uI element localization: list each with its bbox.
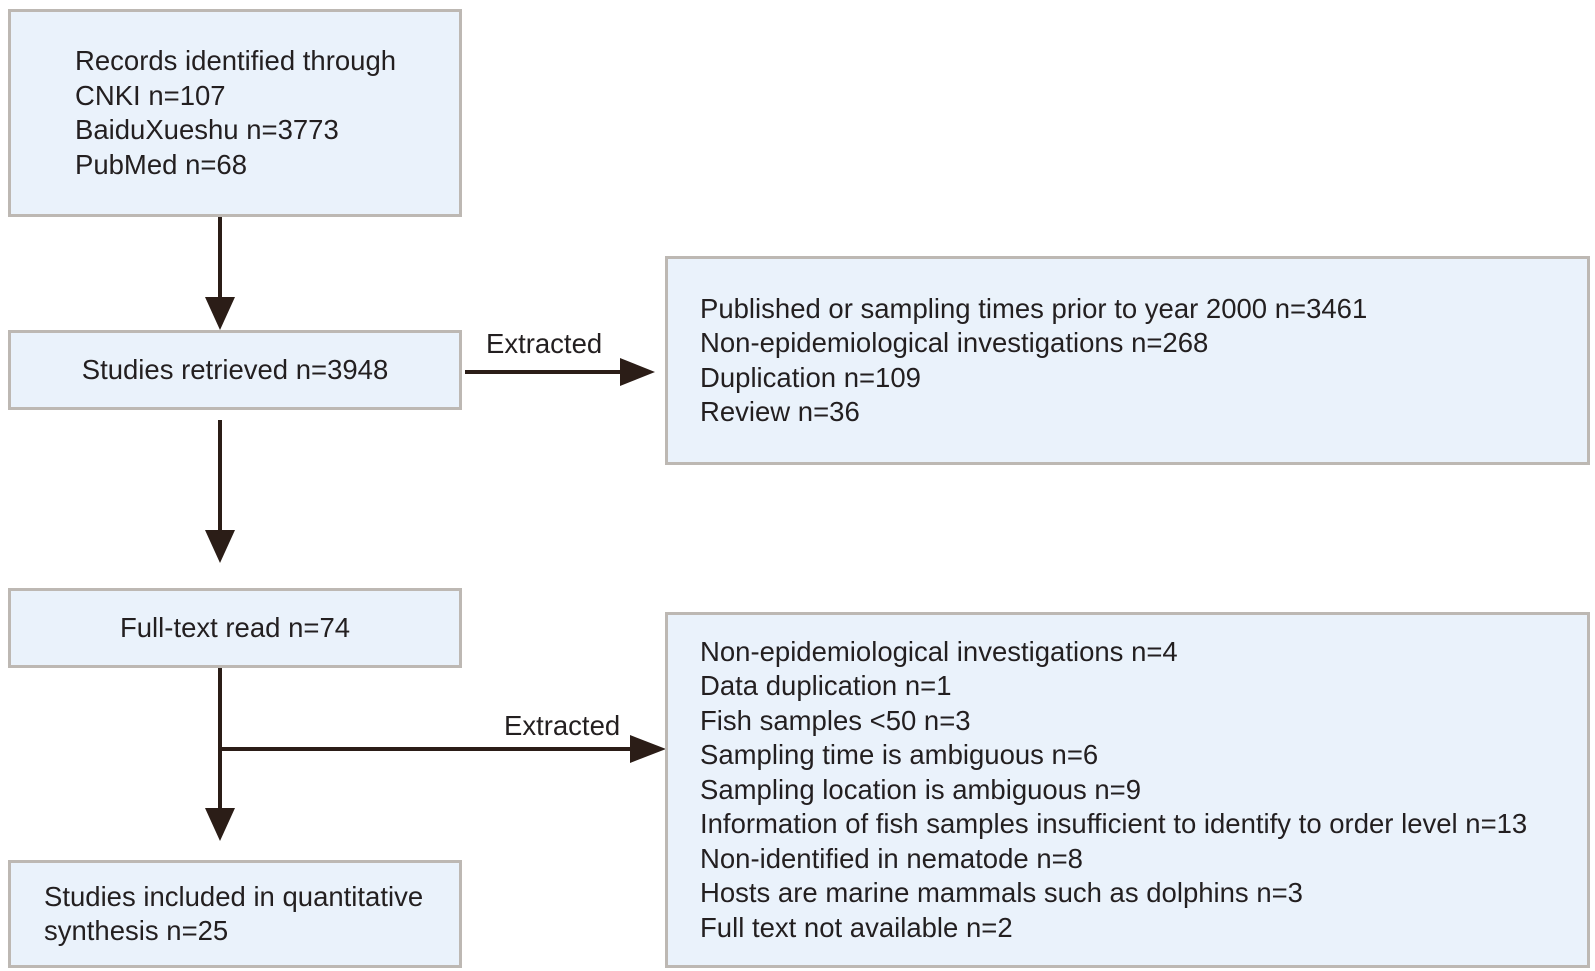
excluded-second-line-7: Non-identified in nematode n=8 bbox=[700, 842, 1083, 874]
excluded-second-line-9: Full text not available n=2 bbox=[700, 911, 1013, 943]
extracted-label-first: Extracted bbox=[486, 328, 603, 359]
studies-retrieved-label: Studies retrieved n=3948 bbox=[81, 353, 389, 385]
studies-included-box: Studies included in quantitative synthes… bbox=[8, 860, 462, 968]
arrowhead-down-3 bbox=[205, 808, 235, 841]
excluded-second-line-8: Hosts are marine mammals such as dolphin… bbox=[700, 877, 1303, 909]
full-text-read-label: Full-text read n=74 bbox=[119, 611, 351, 643]
arrowhead-right-1 bbox=[620, 358, 655, 386]
excluded-second-line-3: Fish samples <50 n=3 bbox=[700, 704, 971, 736]
excluded-second-line-5: Sampling location is ambiguous n=9 bbox=[700, 773, 1142, 805]
extracted-label-second: Extracted bbox=[504, 710, 621, 741]
excluded-second-line-4: Sampling time is ambiguous n=6 bbox=[700, 739, 1099, 771]
arrowhead-right-2 bbox=[630, 735, 666, 763]
records-identified-box: Records identified through CNKI n=107 Ba… bbox=[8, 9, 462, 217]
included-line-2: synthesis n=25 bbox=[44, 915, 229, 946]
records-line-3: BaiduXueshu n=3773 bbox=[75, 114, 339, 145]
excluded-second-line-1: Non-epidemiological investigations n=4 bbox=[700, 635, 1178, 667]
excluded-second-line-2: Data duplication n=1 bbox=[700, 670, 952, 702]
records-line-1: Records identified through bbox=[75, 45, 397, 76]
studies-retrieved-box: Studies retrieved n=3948 bbox=[8, 330, 462, 410]
excluded-first-box: Published or sampling times prior to yea… bbox=[665, 256, 1590, 465]
excluded-second-box: Non-epidemiological investigations n=4 D… bbox=[665, 612, 1590, 968]
full-text-read-box: Full-text read n=74 bbox=[8, 588, 462, 668]
arrowhead-down-1 bbox=[205, 297, 235, 330]
arrowhead-down-2 bbox=[205, 530, 235, 563]
included-line-1: Studies included in quantitative bbox=[44, 880, 424, 912]
excluded-first-line-3: Duplication n=109 bbox=[700, 361, 921, 393]
excluded-first-line-1: Published or sampling times prior to yea… bbox=[700, 292, 1368, 324]
excluded-first-line-2: Non-epidemiological investigations n=268 bbox=[700, 327, 1209, 358]
excluded-first-line-4: Review n=36 bbox=[700, 396, 860, 427]
records-line-2: CNKI n=107 bbox=[75, 79, 226, 111]
excluded-second-line-6: Information of fish samples insufficient… bbox=[700, 808, 1528, 840]
records-line-4: PubMed n=68 bbox=[75, 148, 248, 180]
